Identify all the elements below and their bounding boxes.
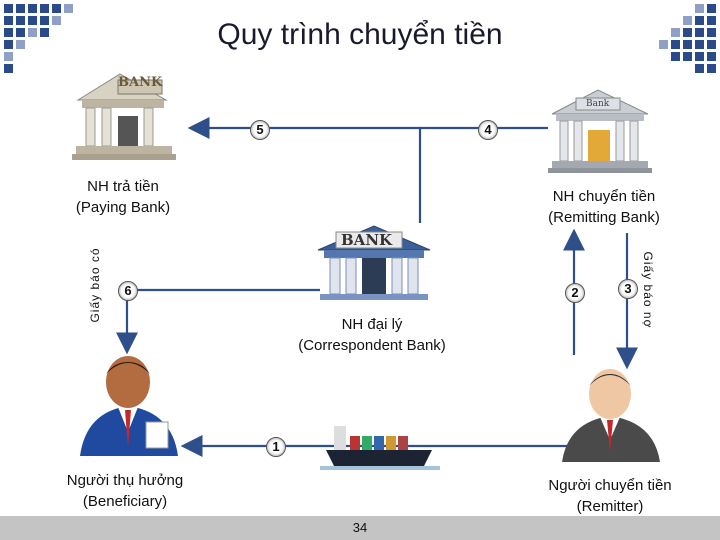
beneficiary-name: Người thụ hưởng	[66, 472, 184, 489]
paying-bank-label: NH trả tiền (Paying Bank)	[48, 176, 198, 218]
page-number: 34	[352, 520, 368, 535]
beneficiary-label: Người thụ hưởng (Beneficiary)	[40, 470, 210, 512]
paying-bank-icon	[72, 73, 176, 160]
beneficiary-person-icon	[80, 356, 178, 456]
correspondent-bank-label: NH đại lý (Correspondent Bank)	[276, 314, 468, 356]
remitter-label: Người chuyển tiền (Remitter)	[526, 475, 694, 517]
correspondent-bank-name: NH đại lý	[341, 316, 403, 333]
remitter-person-icon	[562, 369, 660, 462]
correspondent-bank-name-en: (Correspondent Bank)	[298, 337, 446, 354]
remitting-bank-icon	[548, 89, 652, 173]
footer-bar	[0, 516, 720, 540]
step-3-badge: 3	[618, 279, 638, 299]
paying-bank-name: NH trả tiền	[87, 178, 159, 195]
right-bank-sign: Bank	[586, 99, 610, 109]
step-6-badge: 6	[118, 281, 138, 301]
remitter-name: Người chuyển tiền	[548, 477, 672, 494]
remitting-bank-name: NH chuyển tiền	[552, 188, 656, 205]
step-2-badge: 2	[565, 283, 585, 303]
center-bank-sign: BANK	[341, 231, 393, 249]
step-4-badge: 4	[478, 120, 498, 140]
step-5-badge: 5	[250, 120, 270, 140]
corner-squares-right	[659, 4, 716, 73]
debit-note-label: Giấy báo nợ	[641, 251, 655, 329]
paying-bank-name-en: (Paying Bank)	[75, 199, 171, 216]
corner-squares-left	[4, 4, 73, 73]
beneficiary-name-en: (Beneficiary)	[82, 493, 168, 510]
left-bank-sign: BANK	[118, 75, 163, 90]
remitting-bank-name-en: (Remitting Bank)	[548, 209, 660, 226]
correspondent-bank-icon	[317, 225, 431, 300]
cargo-ship-icon	[320, 426, 440, 470]
page-title: Quy trình chuyển tiền	[217, 18, 503, 51]
remitting-bank-label: NH chuyển tiền (Remitting Bank)	[524, 186, 684, 228]
credit-note-label: Giấy báo có	[88, 247, 102, 323]
step-1-badge: 1	[266, 437, 286, 457]
remitter-name-en: (Remitter)	[576, 498, 644, 515]
